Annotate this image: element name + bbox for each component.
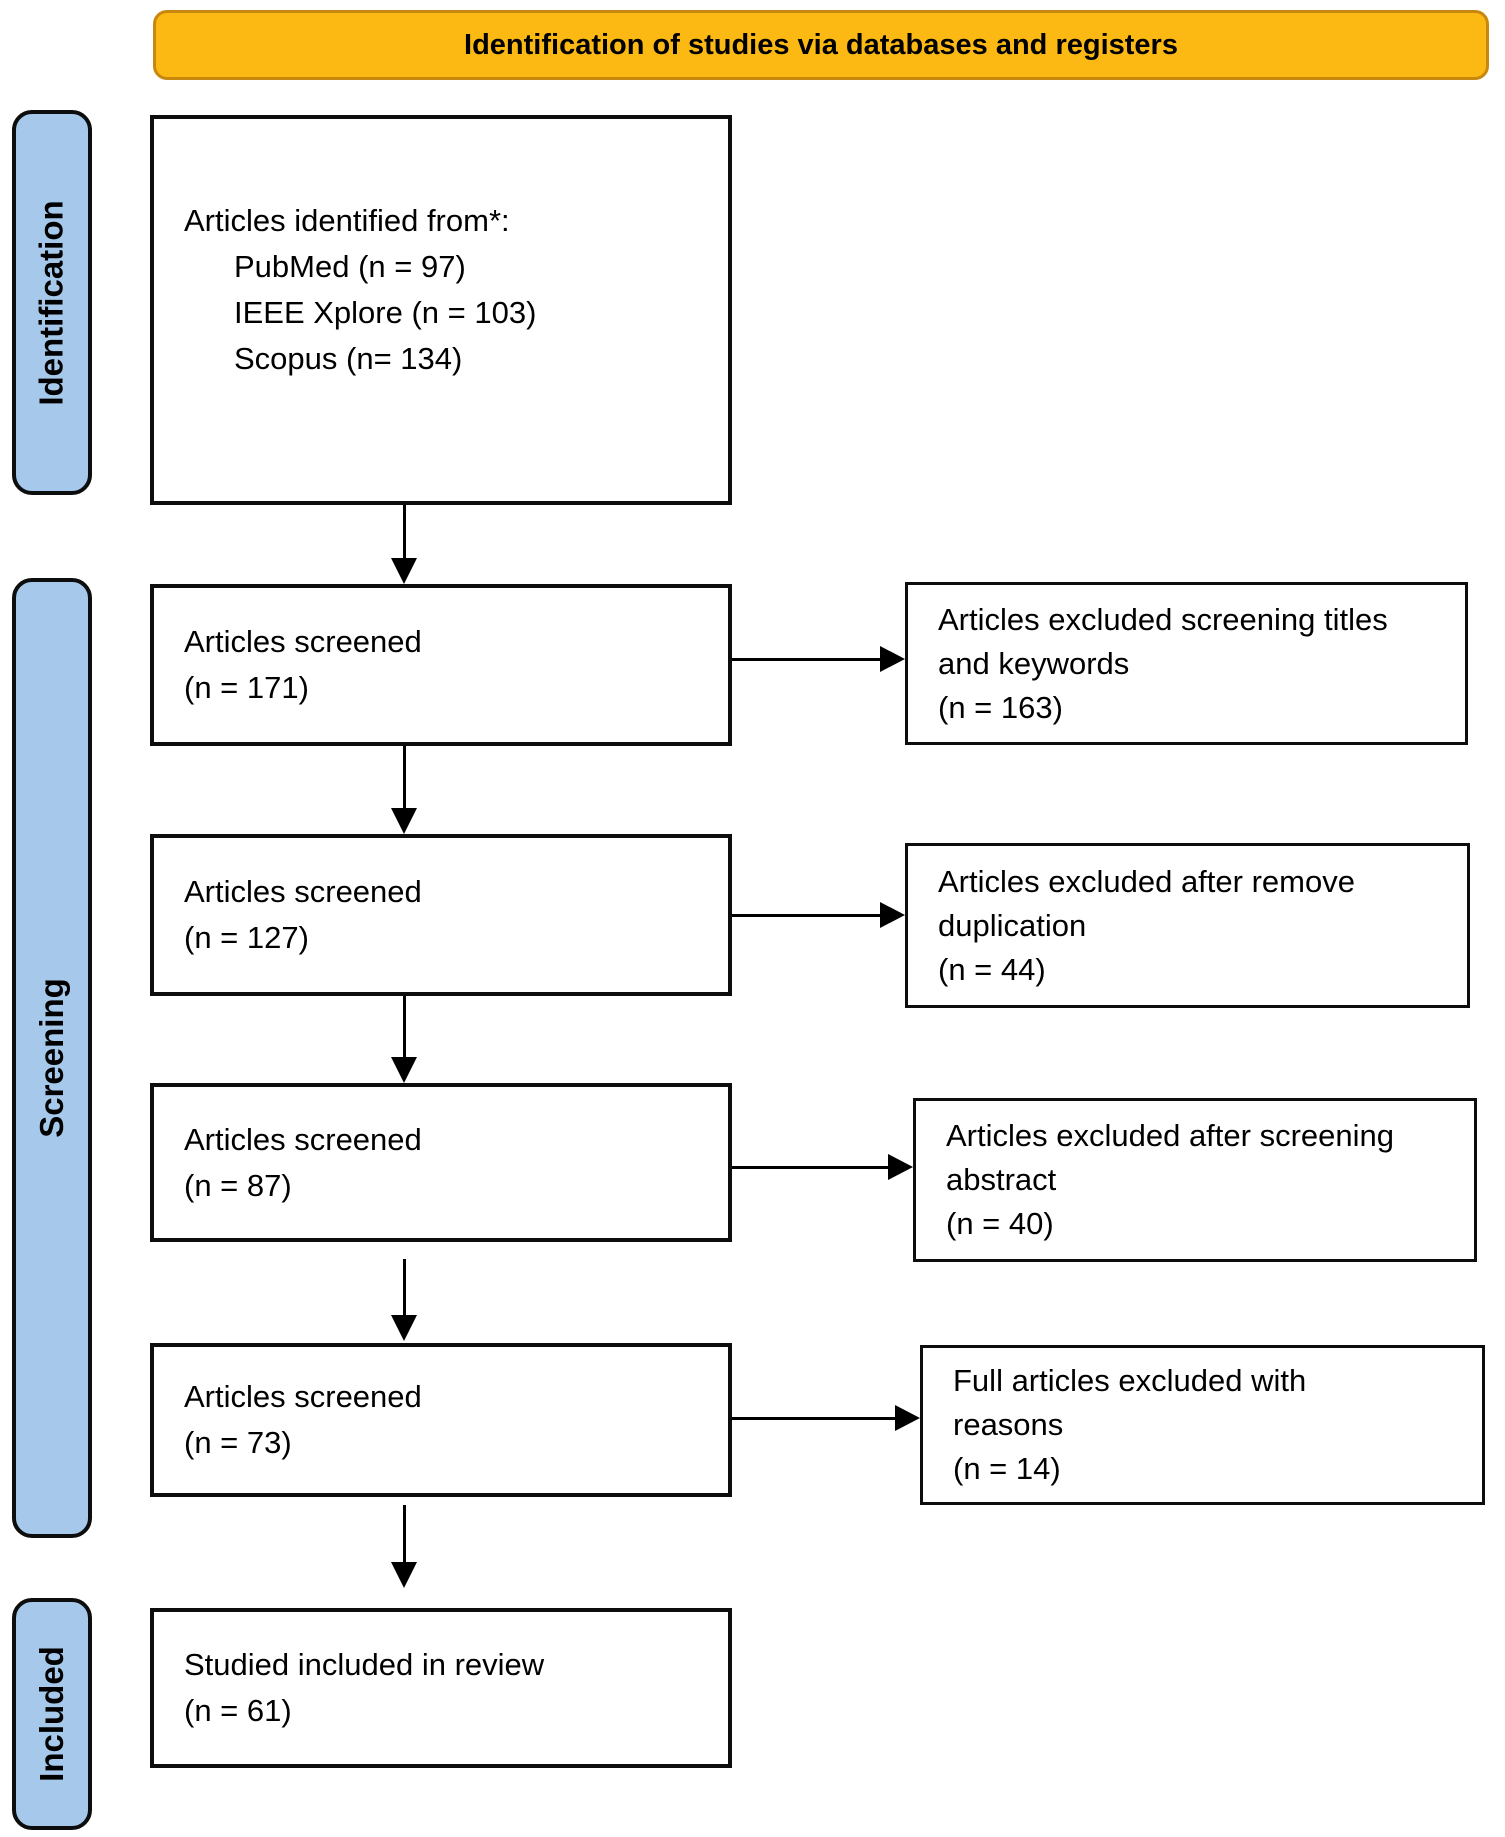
box-articles-screened-127: Articles screened (n = 127) bbox=[150, 834, 732, 996]
box-articles-screened-87: Articles screened (n = 87) bbox=[150, 1083, 732, 1242]
stage-label-text: Screening bbox=[33, 978, 70, 1138]
box-count: (n = 163) bbox=[938, 689, 1063, 725]
stage-label-text: Included bbox=[33, 1646, 70, 1782]
arrow-right-to-excluded-abstract bbox=[732, 1154, 913, 1180]
diagram-title: Identification of studies via databases … bbox=[464, 28, 1178, 61]
identified-source-scopus: Scopus (n= 134) bbox=[234, 341, 463, 376]
box-articles-identified: Articles identified from*: PubMed (n = 9… bbox=[150, 115, 732, 505]
box-studies-included: Studied included in review (n = 61) bbox=[150, 1608, 732, 1768]
box-label: Articles screened bbox=[184, 1379, 422, 1414]
stage-label-included: Included bbox=[12, 1598, 92, 1830]
stage-label-text: Identification bbox=[33, 199, 70, 406]
box-label: duplication bbox=[938, 907, 1087, 943]
box-label: Studied included in review bbox=[184, 1647, 545, 1682]
box-excluded-duplication: Articles excluded after remove duplicati… bbox=[905, 843, 1470, 1008]
box-count: (n = 40) bbox=[946, 1206, 1054, 1241]
box-label: Articles excluded after screening bbox=[946, 1118, 1395, 1153]
diagram-title-banner: Identification of studies via databases … bbox=[153, 10, 1489, 80]
identified-source-pubmed: PubMed (n = 97) bbox=[234, 249, 466, 284]
stage-label-screening: Screening bbox=[12, 578, 92, 1538]
box-count: (n = 61) bbox=[184, 1693, 292, 1728]
arrow-right-to-excluded-full bbox=[732, 1405, 920, 1431]
box-excluded-titles-keywords: Articles excluded screening titles and k… bbox=[905, 582, 1468, 745]
box-count: (n = 171) bbox=[184, 670, 309, 705]
stage-label-identification: Identification bbox=[12, 110, 92, 495]
identified-source-ieee: IEEE Xplore (n = 103) bbox=[234, 295, 537, 330]
arrow-down-screened171-to-screened127 bbox=[391, 746, 417, 834]
box-count: (n = 14) bbox=[953, 1451, 1061, 1486]
box-excluded-abstract: Articles excluded after screening abstra… bbox=[913, 1098, 1477, 1262]
box-excluded-full-articles: Full articles excluded with reasons (n =… bbox=[920, 1345, 1485, 1505]
box-count: (n = 87) bbox=[184, 1167, 292, 1203]
box-label: Articles screened bbox=[184, 874, 422, 909]
box-label: reasons bbox=[953, 1407, 1064, 1442]
arrow-down-identified-to-screened bbox=[391, 505, 417, 584]
box-label: abstract bbox=[946, 1162, 1057, 1197]
arrow-right-to-excluded-duplication bbox=[732, 902, 905, 928]
arrow-down-screened87-to-screened73 bbox=[391, 1259, 417, 1341]
box-articles-screened-171: Articles screened (n = 171) bbox=[150, 584, 732, 746]
box-articles-screened-73: Articles screened (n = 73) bbox=[150, 1343, 732, 1497]
arrow-right-to-excluded-titles bbox=[732, 646, 905, 672]
box-label: Articles excluded screening titles bbox=[938, 601, 1388, 637]
box-label: Articles screened bbox=[184, 624, 422, 659]
box-count: (n = 127) bbox=[184, 920, 309, 955]
box-count: (n = 44) bbox=[938, 951, 1046, 987]
box-count: (n = 73) bbox=[184, 1425, 292, 1460]
arrow-down-screened73-to-included bbox=[391, 1505, 417, 1588]
identified-intro: Articles identified from*: bbox=[184, 203, 510, 238]
box-label: Full articles excluded with bbox=[953, 1363, 1307, 1398]
box-label: Articles excluded after remove bbox=[938, 863, 1355, 899]
arrow-down-screened127-to-screened87 bbox=[391, 996, 417, 1083]
box-label: and keywords bbox=[938, 645, 1130, 681]
box-label: Articles screened bbox=[184, 1121, 422, 1157]
